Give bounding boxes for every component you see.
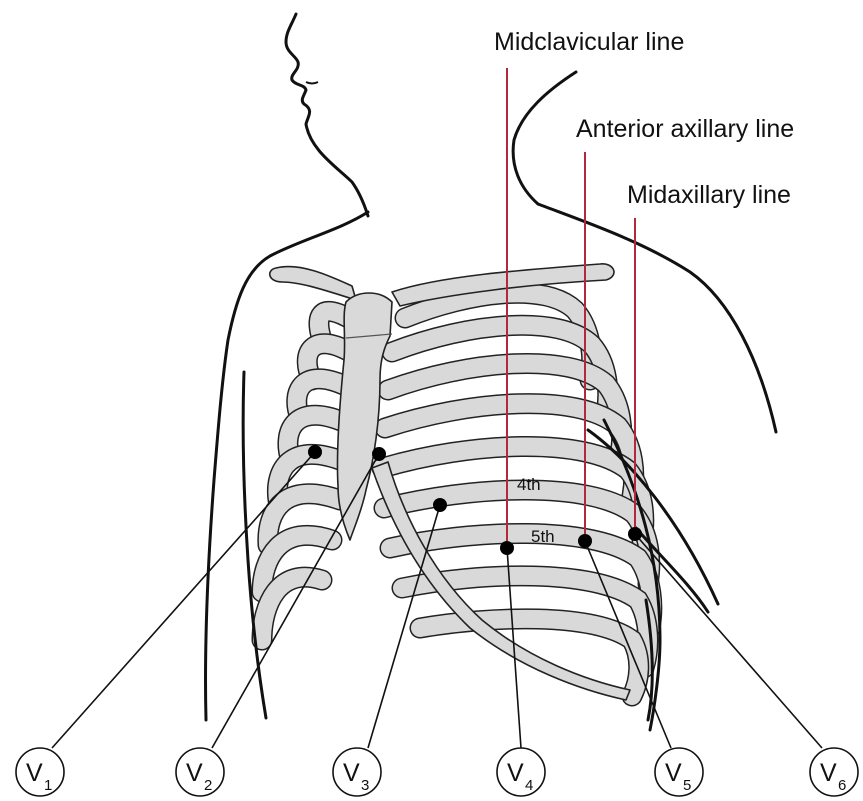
electrode-v4 [500,541,514,555]
neck-right [513,72,576,204]
lead-subscript: 2 [204,777,212,794]
right-clavicle [270,267,356,300]
lead-label-v2: V 2 [176,748,224,796]
lead-subscript: 4 [525,777,533,794]
rib-cage [262,264,652,700]
fourth-intercostal-label: 4th [517,475,541,494]
lead-letter: V [26,759,43,787]
electrode-v2 [372,447,386,461]
electrode-v1 [308,445,322,459]
lead-labels: V 1 V 2 V 3 V 4 V 5 V 6 [16,748,858,796]
midclavicular-label: Midclavicular line [494,28,684,56]
lead-subscript: 6 [838,777,846,794]
electrode-v5 [578,534,592,548]
lead-letter: V [507,759,524,787]
midaxillary-label: Midaxillary line [627,181,791,209]
lead-letter: V [343,759,360,787]
left-ribs [382,293,652,696]
lead-subscript: 3 [361,777,369,794]
lead-label-v5: V 5 [655,748,703,796]
lead-label-v3: V 3 [333,748,381,796]
electrode-v6 [628,527,642,541]
leader-v6 [635,534,822,748]
lead-label-v4: V 4 [497,748,545,796]
lead-subscript: 5 [683,777,691,794]
mouth-line [306,82,318,84]
face-profile [286,14,368,216]
electrode-v3 [433,498,447,512]
lead-subscript: 1 [44,777,52,794]
lead-label-v1: V 1 [16,748,64,796]
anterior-axillary-label: Anterior axillary line [576,115,794,143]
lead-letter: V [820,759,837,787]
fifth-intercostal-label: 5th [531,527,555,546]
lead-letter: V [665,759,682,787]
lead-letter: V [186,759,203,787]
lead-label-v6: V 6 [810,748,858,796]
